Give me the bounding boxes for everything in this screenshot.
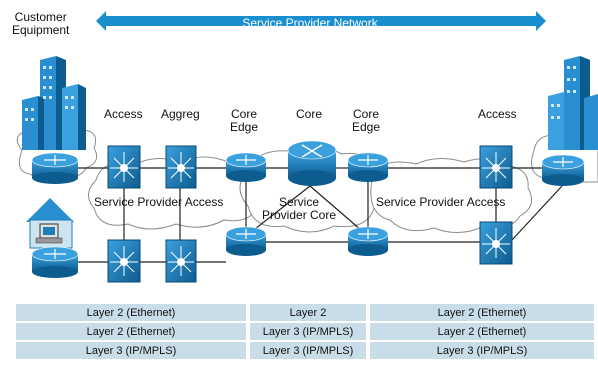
access-switch-bottom-right: [479, 221, 513, 265]
access-left-label: Access: [104, 107, 143, 121]
layer-table: Layer 2 (Ethernet) Layer 2 Layer 2 (Ethe…: [12, 302, 598, 361]
access-switch-top-left: [107, 145, 141, 189]
customer-router-top-left: [31, 152, 79, 184]
table-cell: Layer 3 (IP/MPLS): [250, 342, 366, 359]
core-edge-router-bottom-left: [225, 226, 267, 256]
service-provider-core-label: Service Provider Core: [262, 195, 337, 222]
left-building-icon: [22, 56, 86, 150]
core-edge-router-top-left: [225, 152, 267, 182]
aggreg-switch-bottom: [165, 239, 197, 283]
customer-equipment-label: Customer Equipment: [12, 10, 70, 37]
table-cell: Layer 2 (Ethernet): [370, 323, 594, 340]
aggreg-switch-top: [165, 145, 197, 189]
table-cell: Layer 2: [250, 304, 366, 321]
table-cell: Layer 2 (Ethernet): [16, 304, 246, 321]
service-provider-access-left-label: Service Provider Access: [94, 195, 224, 209]
table-row: Layer 2 (Ethernet) Layer 2 Layer 2 (Ethe…: [16, 304, 594, 321]
table-cell: Layer 2 (Ethernet): [370, 304, 594, 321]
house-icon: [26, 198, 74, 249]
core-label: Core: [296, 107, 323, 121]
core-edge-left-label: Core Edge: [230, 107, 259, 134]
links: [78, 167, 563, 263]
service-provider-network-arrow: [96, 11, 546, 31]
core-edge-right-label: Core Edge: [352, 107, 381, 134]
table-cell: Layer 3 (IP/MPLS): [16, 342, 246, 359]
right-building-icon: [548, 56, 598, 150]
table-cell: Layer 3 (IP/MPLS): [370, 342, 594, 359]
table-cell: Layer 3 (IP/MPLS): [250, 323, 366, 340]
table-row: Layer 2 (Ethernet) Layer 3 (IP/MPLS) Lay…: [16, 323, 594, 340]
core-edge-router-top-right: [347, 152, 389, 182]
access-switch-bottom-left: [107, 239, 141, 283]
aggreg-label: Aggreg: [161, 107, 200, 121]
core-edge-router-bottom-right: [347, 226, 389, 256]
customer-router-right: [541, 154, 585, 186]
table-cell: Layer 2 (Ethernet): [16, 323, 246, 340]
service-provider-network-label: Service Provider Network: [242, 16, 378, 30]
customer-router-bottom-left: [31, 246, 79, 278]
access-switch-top-right: [479, 145, 513, 189]
table-row: Layer 3 (IP/MPLS) Layer 3 (IP/MPLS) Laye…: [16, 342, 594, 359]
core-router-icon: [287, 140, 337, 186]
access-right-label: Access: [478, 107, 517, 121]
service-provider-access-right-label: Service Provider Access: [376, 195, 506, 209]
